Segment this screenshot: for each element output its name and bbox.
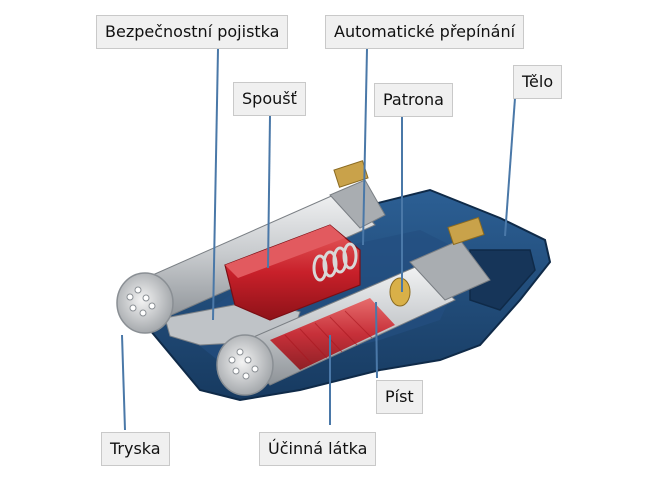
trigger-block	[224, 224, 361, 321]
leader-piston	[375, 301, 378, 379]
label-safety: Bezpečnostní pojistka	[96, 15, 289, 49]
housing-grip	[469, 249, 536, 311]
leader-trigger	[267, 115, 271, 269]
leader-safety	[212, 48, 219, 321]
label-nozzle: Tryska	[101, 432, 170, 466]
lower-cylinder	[216, 216, 491, 396]
leader-nozzle	[121, 334, 126, 431]
leader-body	[504, 97, 516, 237]
label-cartridge: Patrona	[374, 83, 453, 117]
label-trigger: Spoušť	[233, 82, 306, 116]
leader-auto-switch	[362, 48, 368, 246]
leader-lines	[121, 48, 516, 431]
label-piston: Píst	[376, 380, 423, 414]
label-auto-switch: Automatické přepínání	[325, 15, 525, 49]
label-body: Tělo	[513, 65, 563, 99]
label-agent: Účinná látka	[259, 432, 377, 466]
